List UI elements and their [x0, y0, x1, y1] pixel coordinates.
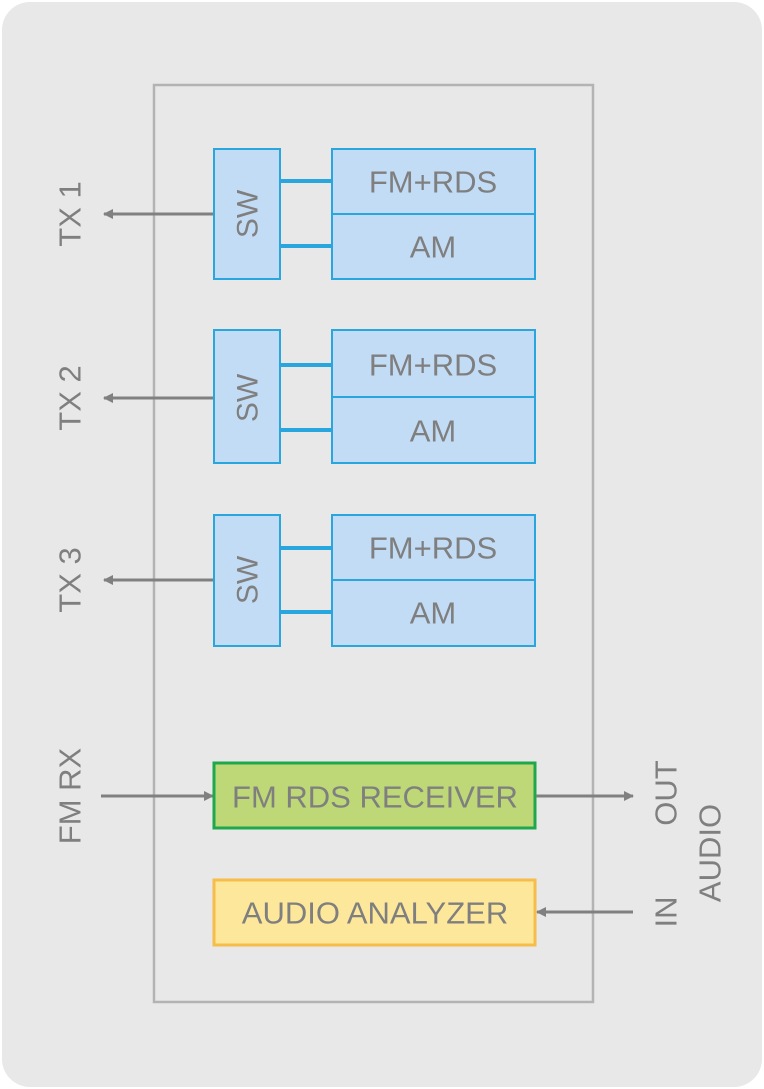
tx2-am-module [331, 396, 536, 464]
tx2-fm-rds-label: FM+RDS [369, 348, 497, 383]
audio-out-label: OUT [649, 760, 684, 826]
tx1-am-module [331, 213, 536, 280]
tx3-switch-box [213, 514, 281, 647]
audio-analyzer-box [212, 878, 537, 947]
tx1-port-label: TX 1 [53, 181, 88, 246]
fm-rds-receiver-box [212, 761, 537, 830]
analyzer-group: AUDIO ANALYZER [212, 878, 633, 947]
tx1-switch-box [213, 148, 281, 280]
fm-rx-port-label: FM RX [53, 747, 88, 844]
tx2-switch-box [213, 329, 281, 464]
transmitter-group-2: TX 2 SW FM+RDS AM [53, 329, 536, 464]
tx2-am-label: AM [410, 414, 457, 449]
tx3-am-label: AM [410, 596, 457, 631]
tx1-am-label: AM [410, 230, 457, 265]
tx3-port-label: TX 3 [53, 547, 88, 612]
tx1-fm-rds-module [331, 148, 536, 215]
tx3-switch-label: SW [232, 555, 265, 604]
tx2-fm-rds-module [331, 329, 536, 398]
fm-rds-receiver-label: FM RDS RECEIVER [232, 780, 518, 815]
device-frame [152, 83, 595, 1004]
transmitter-group-1: TX 1 SW FM+RDS AM [53, 148, 536, 280]
audio-group-label: AUDIO [693, 804, 728, 902]
audio-in-label: IN [649, 897, 684, 928]
tx1-fm-rds-label: FM+RDS [369, 165, 497, 200]
receiver-group: FM RX FM RDS RECEIVER [53, 747, 634, 844]
audio-analyzer-label: AUDIO ANALYZER [242, 896, 508, 931]
tx3-fm-rds-module [331, 514, 536, 581]
tx3-fm-rds-label: FM+RDS [369, 531, 497, 566]
tx1-switch-label: SW [232, 189, 265, 238]
tx3-am-module [331, 579, 536, 647]
tx2-port-label: TX 2 [53, 365, 88, 430]
tx2-switch-label: SW [232, 373, 265, 422]
audio-port-labels: OUT IN AUDIO [649, 760, 728, 927]
transmitter-group-3: TX 3 SW FM+RDS AM [53, 514, 536, 647]
